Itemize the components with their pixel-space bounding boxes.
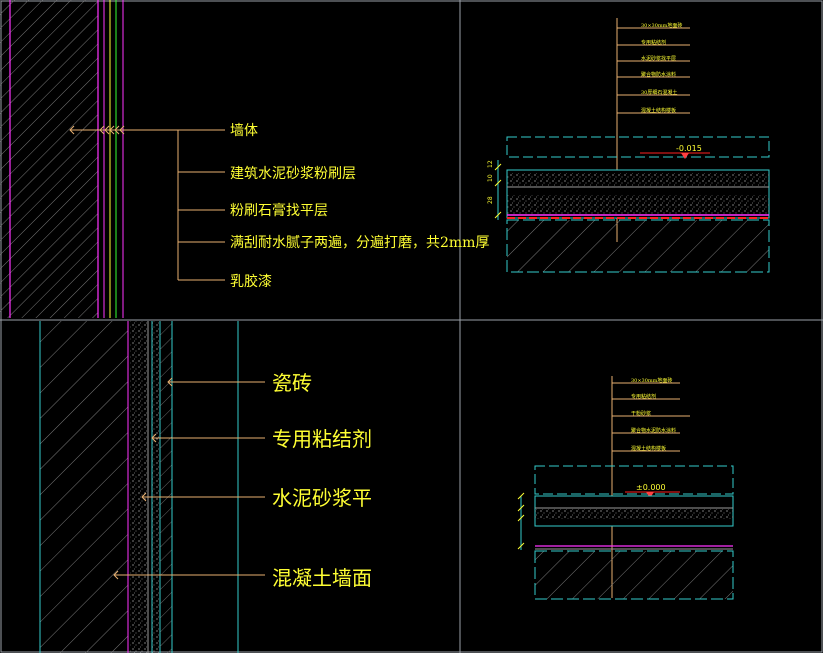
elevation-triangle-icon xyxy=(681,153,689,159)
callout-ticks xyxy=(617,27,690,114)
wall-hatch xyxy=(0,0,98,318)
panel-bottom-right: 30×30mm地面砖 专用粘结剂 干粉砂浆 聚合物水泥防水涂料 混凝土结构楼板 … xyxy=(517,376,734,600)
panel-top-right: 30×30mm地面砖 专用粘结剂 水泥砂浆找平层 聚合物防水涂料 30厚细石混凝… xyxy=(487,18,770,273)
dim-12: 12 xyxy=(487,160,494,168)
callout-b2: 专用粘结剂 xyxy=(631,393,656,400)
callout-1: 30×30mm地面砖 xyxy=(641,22,682,29)
callout-b5: 混凝土结构楼板 xyxy=(631,445,666,452)
callout-b3: 干粉砂浆 xyxy=(631,410,651,417)
elevation-top: -0.015 xyxy=(676,144,702,153)
callout-b1: 30×30mm地面砖 xyxy=(631,377,672,384)
label-mortar: 水泥砂浆平 xyxy=(272,486,372,510)
label-cement-mortar: 建筑水泥砂浆粉刷层 xyxy=(230,166,356,182)
dim-10: 10 xyxy=(487,174,494,182)
callout-2: 专用粘结剂 xyxy=(641,39,666,46)
leader-lines xyxy=(69,125,225,281)
callout-5: 30厚细石混凝土 xyxy=(641,89,677,96)
label-gypsum-leveling: 粉刷石膏找平层 xyxy=(230,202,328,219)
callout-4: 聚合物防水涂料 xyxy=(641,71,676,78)
elevation-bottom: ±0.000 xyxy=(636,483,666,492)
dim-28: 28 xyxy=(487,196,494,204)
callout-b4: 聚合物水泥防水涂料 xyxy=(631,427,676,434)
label-tile: 瓷砖 xyxy=(272,371,312,395)
panel-bottom-left: 瓷砖 专用粘结剂 水泥砂浆平 混凝土墙面 xyxy=(39,321,372,653)
label-concrete-wall: 混凝土墙面 xyxy=(272,566,372,590)
callout-3: 水泥砂浆找平层 xyxy=(641,55,676,62)
callout-6: 混凝土结构楼板 xyxy=(641,107,676,114)
concrete-hatch xyxy=(40,321,128,653)
label-wall: 墙体 xyxy=(230,123,258,139)
label-latex-paint: 乳胶漆 xyxy=(230,273,272,290)
elevation-triangle-icon xyxy=(646,492,654,498)
label-adhesive: 专用粘结剂 xyxy=(272,427,372,451)
label-putty: 满刮耐水腻子两遍，分遍打磨，共2mm厚 xyxy=(230,234,489,251)
panel-top-left: 墙体 建筑水泥砂浆粉刷层 粉刷石膏找平层 满刮耐水腻子两遍，分遍打磨，共2mm厚… xyxy=(0,0,489,318)
leader-lines-bottom xyxy=(113,377,265,580)
